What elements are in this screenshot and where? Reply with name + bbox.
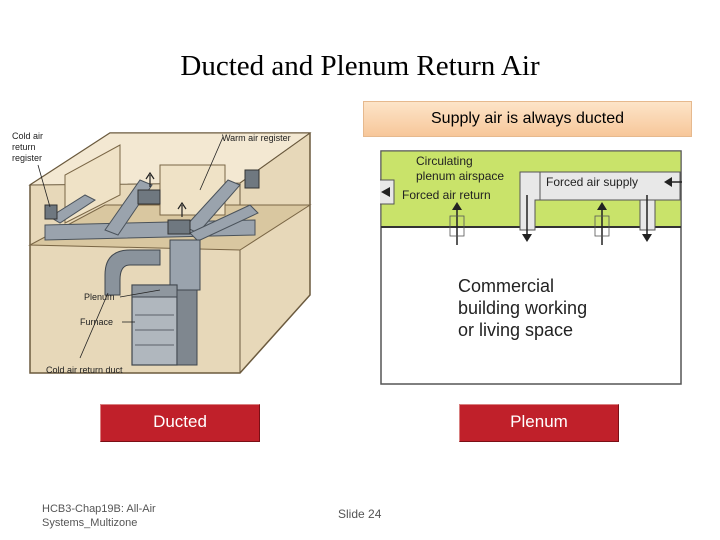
arrow-left-icon (664, 177, 682, 187)
footer-course-info: HCB3-Chap19B: All-Air Systems_Multizone (42, 502, 192, 530)
arrow-down-icon (522, 195, 532, 242)
label-circulating-plenum: Circulating plenum airspace (416, 154, 504, 183)
arrow-left-icon (380, 179, 395, 205)
label-forced-air-return: Forced air return (402, 188, 491, 202)
slide-title: Ducted and Plenum Return Air (180, 50, 540, 82)
footer-line-2: Systems_Multizone (42, 517, 138, 529)
plenum-return-diagram: Circulating plenum airspace Forced air r… (380, 150, 682, 385)
ducted-system-illustration: Cold air return register Warm air regist… (12, 131, 312, 375)
label-forced-air-supply: Forced air supply (546, 175, 638, 189)
ducted-label: Ducted (100, 404, 260, 442)
slide-number: Slide 24 (338, 507, 382, 521)
arrow-up-icon (594, 202, 610, 245)
label-cold-air-return-register: Cold air return register (12, 131, 46, 163)
label-cold-air-return-duct: Cold air return duct (46, 365, 123, 375)
arrow-up-icon (449, 202, 465, 245)
label-plenum: Plenum (84, 292, 115, 302)
label-commercial-space: Commercial building working or living sp… (458, 276, 592, 340)
footer-line-1: HCB3-Chap19B: All-Air (42, 503, 156, 515)
supply-air-callout: Supply air is always ducted (363, 101, 692, 137)
label-warm-air-register: Warm air register (222, 133, 291, 143)
plenum-label: Plenum (459, 404, 619, 442)
arrow-down-icon (642, 195, 652, 242)
label-furnace: Furnace (80, 317, 113, 327)
